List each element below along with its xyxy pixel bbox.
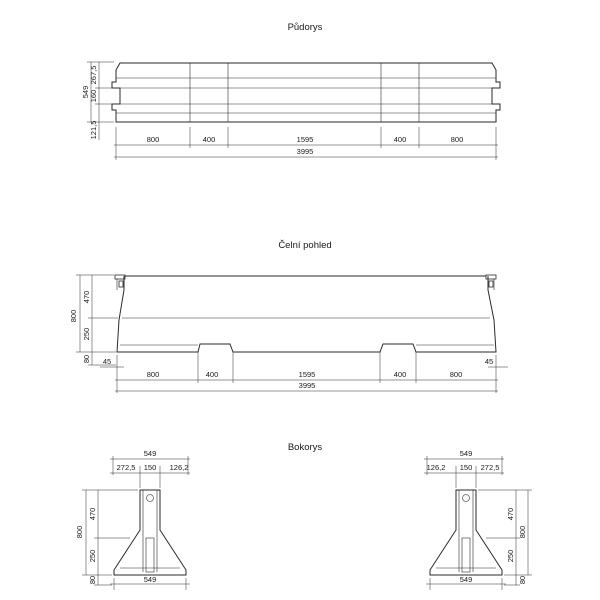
plan-width-dimensions: 549 160 267,5 121,5 (81, 61, 114, 140)
side-right-height-total-label: 800 (518, 526, 527, 539)
side-left-top-part-1-label: 272,5 (117, 463, 136, 472)
side-right-top-part-2-label: 150 (460, 463, 473, 472)
plan-view-title: Půdorys (288, 22, 323, 33)
plan-segment-3-label: 1595 (297, 135, 314, 144)
front-segment-4-label: 400 (394, 370, 407, 379)
front-offset-dimensions: 45 45 (100, 355, 508, 393)
plan-segment-4-label: 400 (394, 135, 407, 144)
plan-width-total-label: 549 (81, 86, 90, 99)
side-view-title: Bokorys (288, 442, 323, 453)
side-view: Bokorys 549 272,5 150 126,2 (75, 442, 532, 590)
front-height-dimensions: 800 470 250 80 (69, 274, 118, 366)
front-segment-2-label: 400 (206, 370, 219, 379)
front-offset-right-label: 45 (485, 357, 493, 366)
front-segment-5-label: 800 (450, 370, 463, 379)
side-left-height-base-label: 80 (88, 576, 97, 584)
front-offset-left-label: 45 (103, 357, 111, 366)
side-right-height-upper-label: 470 (506, 508, 515, 521)
side-left-bottom-label: 549 (144, 575, 157, 584)
front-height-upper-label: 470 (82, 291, 91, 304)
front-view-title: Čelní pohled (278, 240, 331, 251)
front-height-total-label: 800 (69, 310, 78, 323)
plan-body (111, 62, 501, 123)
side-left-height-upper-label: 470 (88, 508, 97, 521)
front-height-lower-label: 250 (82, 328, 91, 341)
side-right-height-lower-label: 250 (506, 550, 515, 563)
front-body (114, 274, 497, 353)
side-view-left: 549 272,5 150 126,2 800 470 250 80 (75, 449, 190, 590)
side-right-top-part-3-label: 272,5 (481, 463, 500, 472)
side-left-height-lower-label: 250 (88, 550, 97, 563)
plan-segment-2-label: 400 (203, 135, 216, 144)
front-segment-dimensions: 800 400 1595 400 800 3995 (115, 352, 498, 392)
front-view: Čelní pohled 800 470 250 (69, 240, 508, 393)
plan-width-top-label: 267,5 (89, 66, 98, 85)
side-right-bottom-label: 549 (460, 575, 473, 584)
plan-view: Půdorys 549 160 267,5 121,5 (81, 22, 501, 160)
plan-width-bottom-label: 121,5 (89, 121, 98, 140)
side-right-top-part-1-label: 126,2 (427, 463, 446, 472)
side-left-top-part-3-label: 126,2 (170, 463, 189, 472)
plan-total-length-label: 3995 (297, 147, 314, 156)
front-segment-3-label: 1595 (299, 370, 316, 379)
plan-segment-dimensions: 800 400 1595 400 800 3995 (114, 127, 498, 160)
side-left-top-part-2-label: 150 (144, 463, 157, 472)
front-segment-1-label: 800 (147, 370, 160, 379)
plan-segment-5-label: 800 (451, 135, 464, 144)
side-right-top-total-label: 549 (460, 449, 473, 458)
front-total-length-label: 3995 (299, 381, 316, 390)
front-height-base-label: 80 (82, 355, 91, 363)
side-left-top-total-label: 549 (144, 449, 157, 458)
side-view-right: 549 126,2 150 272,5 470 800 250 80 (424, 449, 532, 590)
side-left-height-total-label: 800 (75, 526, 84, 539)
plan-segment-1-label: 800 (147, 135, 160, 144)
plan-width-middle-label: 160 (89, 90, 98, 103)
side-right-height-base-label: 80 (518, 576, 527, 584)
